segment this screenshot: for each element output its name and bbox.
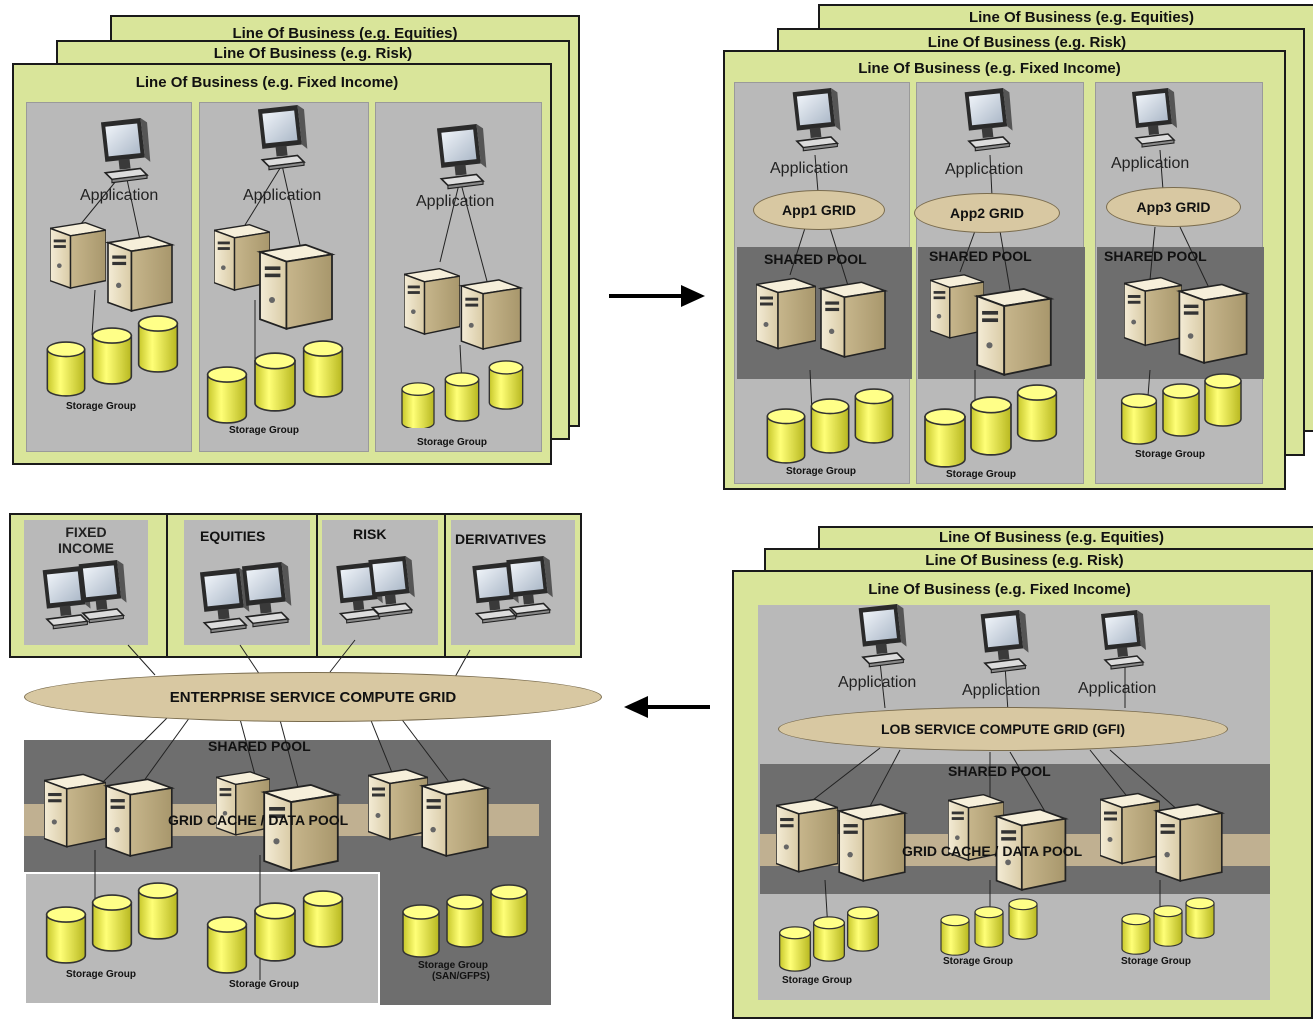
q4-storage-group-label-2: Storage Group bbox=[943, 956, 1014, 967]
q4-monitor-icon-1 bbox=[854, 604, 908, 670]
q3-tile-label-risk: RISK bbox=[353, 526, 387, 542]
q2-lob-header-equities: Line Of Business (e.g. Equities) bbox=[968, 9, 1195, 26]
q2-lob-header-risk: Line Of Business (e.g. Risk) bbox=[927, 34, 1127, 51]
arrow-left-icon bbox=[624, 696, 710, 718]
q3-tile-label-derivatives: DERIVATIVES bbox=[455, 531, 547, 547]
q2-lob-header-fixed-income: Line Of Business (e.g. Fixed Income) bbox=[858, 60, 1121, 77]
q2-shared-pool-label-2: SHARED POOL bbox=[929, 248, 1032, 264]
q2-shared-pool-label-1: SHARED POOL bbox=[764, 251, 867, 267]
q4-shared-pool-label: SHARED POOL bbox=[948, 763, 1051, 779]
q1-application-label-3: Application bbox=[416, 193, 495, 210]
q4-application-label-3: Application bbox=[1078, 680, 1157, 697]
q4-server-icon-1a bbox=[776, 790, 838, 878]
q4-lob-header-equities: Line Of Business (e.g. Equities) bbox=[938, 529, 1165, 546]
q3-grid-cache-label: GRID CACHE / DATA POOL bbox=[168, 812, 349, 828]
q4-monitor-icon-2 bbox=[976, 610, 1030, 676]
q1-lob-header-fixed-income: Line Of Business (e.g. Fixed Income) bbox=[135, 74, 399, 91]
q4-storage-icon-3 bbox=[1121, 897, 1215, 955]
q2-storage-group-label-2: Storage Group bbox=[946, 469, 1017, 480]
q3-storage-group-label-1: Storage Group bbox=[66, 969, 137, 980]
q2-application-label-1: Application bbox=[770, 160, 849, 177]
q4-server-icon-3b bbox=[1150, 800, 1228, 882]
q3-tile-label-equities: EQUITIES bbox=[200, 528, 266, 544]
q1-application-label-1: Application bbox=[80, 187, 159, 204]
q1-storage-group-label-3: Storage Group bbox=[417, 437, 488, 448]
q4-storage-icon-1 bbox=[778, 906, 880, 972]
q4-storage-group-label-3: Storage Group bbox=[1121, 956, 1192, 967]
q4-grid-cache-label: GRID CACHE / DATA POOL bbox=[902, 843, 1083, 859]
q4-lob-service-compute-grid-oval: LOB SERVICE COMPUTE GRID (GFI) bbox=[778, 707, 1228, 751]
q3-tile-label-fixed-income: FIXED INCOME bbox=[58, 524, 114, 556]
q1-lob-header-risk: Line Of Business (e.g. Risk) bbox=[213, 45, 413, 62]
q3-shared-pool-label: SHARED POOL bbox=[208, 738, 311, 754]
q2-storage-group-label-3: Storage Group bbox=[1135, 449, 1206, 460]
arrow-right-icon bbox=[609, 285, 705, 307]
q2-application-label-3: Application bbox=[1111, 155, 1190, 172]
q4-monitor-icon-3 bbox=[1097, 610, 1147, 672]
q3-storage-group-san-label-line2: (SAN/GFPS) bbox=[432, 971, 490, 982]
q4-server-icon-1b bbox=[834, 800, 910, 882]
q4-storage-icon-2 bbox=[940, 898, 1038, 956]
q3-storage-group-label-2: Storage Group bbox=[229, 979, 300, 990]
q1-storage-group-label-1: Storage Group bbox=[66, 401, 137, 412]
q1-storage-group-label-2: Storage Group bbox=[229, 425, 300, 436]
q2-app2-grid-oval: App2 GRID bbox=[914, 193, 1060, 233]
q1-application-label-2: Application bbox=[243, 187, 322, 204]
q2-app3-grid-oval: App3 GRID bbox=[1106, 187, 1241, 227]
q1-lob-header-equities: Line Of Business (e.g. Equities) bbox=[232, 25, 458, 42]
q3-enterprise-service-compute-grid-oval: ENTERPRISE SERVICE COMPUTE GRID bbox=[24, 672, 602, 722]
q4-storage-group-label-1: Storage Group bbox=[782, 975, 853, 986]
q2-application-label-2: Application bbox=[945, 161, 1024, 178]
q3-storage-group-san-label-line1: Storage Group bbox=[418, 960, 489, 971]
q4-lob-header-fixed-income: Line Of Business (e.g. Fixed Income) bbox=[868, 581, 1131, 598]
q4-lob-header-risk: Line Of Business (e.g. Risk) bbox=[925, 552, 1124, 569]
q4-application-label-2: Application bbox=[962, 682, 1041, 699]
q2-app1-grid-oval: App1 GRID bbox=[753, 190, 885, 230]
q2-shared-pool-label-3: SHARED POOL bbox=[1104, 248, 1207, 264]
q2-storage-group-label-1: Storage Group bbox=[786, 466, 857, 477]
q4-application-label-1: Application bbox=[838, 674, 917, 691]
